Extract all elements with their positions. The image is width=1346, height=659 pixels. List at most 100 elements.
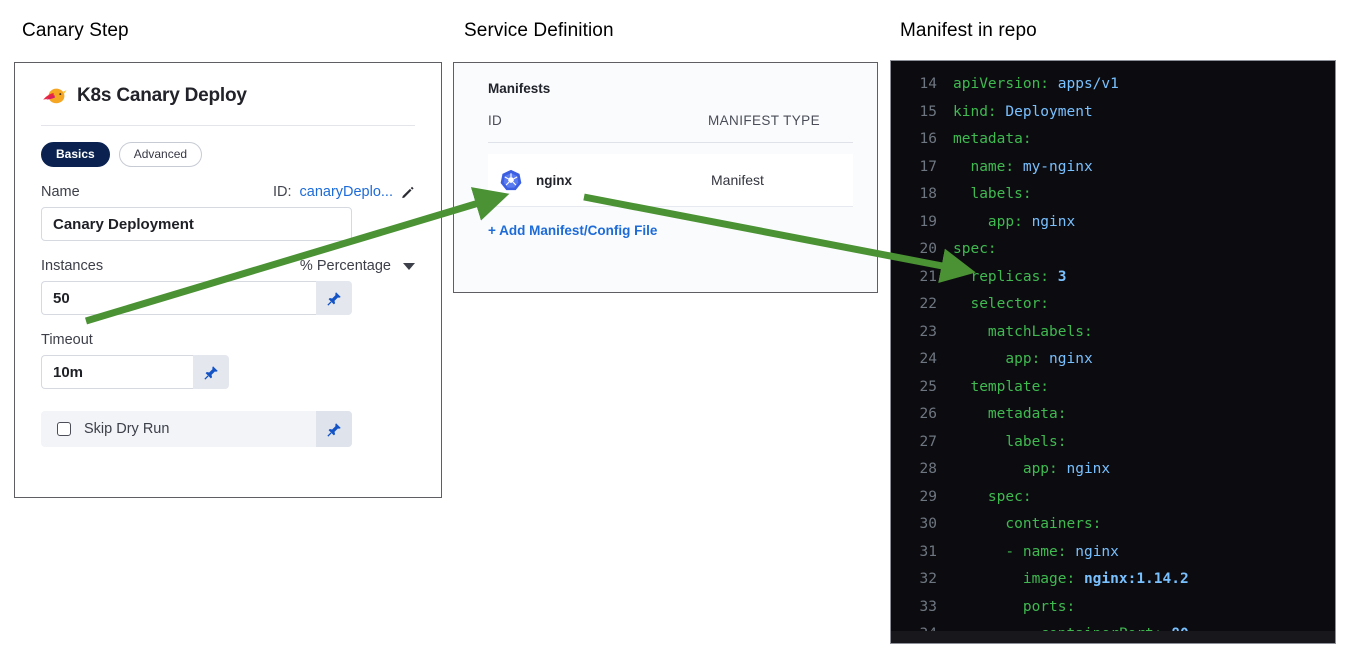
code-line-text: spec: xyxy=(953,241,997,257)
code-line-text: name: xyxy=(953,158,1015,175)
canary-step-card: K8s Canary Deploy Basics Advanced Name I… xyxy=(14,62,442,498)
timeout-pin-button[interactable] xyxy=(193,355,229,389)
code-line-text: template: xyxy=(953,378,1050,395)
code-line-text: - name: xyxy=(953,543,1067,560)
code-line-text: labels: xyxy=(953,186,1032,202)
code-line-text: apiVersion: xyxy=(953,76,1050,92)
code-line-number: 16 xyxy=(919,131,937,147)
code-line-value: apps/v1 xyxy=(1049,76,1119,92)
timeout-label: Timeout xyxy=(41,332,93,348)
manifests-table-header: ID MANIFEST TYPE xyxy=(488,113,877,128)
caption-canary-step: Canary Step xyxy=(22,20,129,41)
code-line-number: 30 xyxy=(919,516,937,532)
name-input[interactable]: Canary Deployment xyxy=(41,207,352,241)
canary-bird-icon xyxy=(43,88,67,104)
code-line-number: 26 xyxy=(919,406,937,422)
code-line-number: 18 xyxy=(919,186,937,202)
card-header: K8s Canary Deploy xyxy=(15,63,441,107)
code-line-number: 31 xyxy=(919,543,937,560)
code-line: 28 app: nginx xyxy=(891,456,1335,484)
instances-unit-select[interactable]: % Percentage xyxy=(300,258,415,274)
code-line: 17 name: my-nginx xyxy=(891,154,1335,182)
code-line-number: 27 xyxy=(919,433,937,450)
code-line: 24 app: nginx xyxy=(891,346,1335,374)
code-line-text: replicas: xyxy=(953,268,1050,285)
caption-manifest-in-repo: Manifest in repo xyxy=(900,20,1037,41)
code-line-number: 17 xyxy=(919,158,937,175)
code-line-value: nginx xyxy=(1057,461,1111,477)
code-line-text: labels: xyxy=(953,433,1067,450)
service-definition-card: Manifests ID MANIFEST TYPE nginx Manifes xyxy=(453,62,878,293)
code-line: 19 app: nginx xyxy=(891,209,1335,237)
code-line-number: 15 xyxy=(919,103,937,120)
code-line-number: 32 xyxy=(919,571,937,587)
code-line-text: containers: xyxy=(953,516,1102,532)
instances-input[interactable]: 50 xyxy=(41,281,316,315)
code-line-number: 19 xyxy=(919,213,937,230)
code-line-text: app: xyxy=(953,213,1023,230)
name-label: Name xyxy=(41,184,80,200)
code-line: 33 ports: xyxy=(891,594,1335,622)
code-line-value: Deployment xyxy=(996,103,1093,120)
skip-dry-run-label: Skip Dry Run xyxy=(84,421,170,437)
code-line: 27 labels: xyxy=(891,429,1335,457)
code-line-text: app: xyxy=(953,351,1041,367)
caption-service-definition: Service Definition xyxy=(464,20,614,41)
step-id-block: ID: canaryDeplo... xyxy=(273,184,415,200)
pencil-icon[interactable] xyxy=(401,185,415,199)
skip-dry-run-pin-button[interactable] xyxy=(316,411,352,447)
code-line: 18 labels: xyxy=(891,181,1335,209)
add-manifest-config-file-link[interactable]: + Add Manifest/Config File xyxy=(488,223,658,238)
tab-advanced[interactable]: Advanced xyxy=(118,142,203,167)
code-line-number: 33 xyxy=(919,598,937,615)
code-line: 31 - name: nginx xyxy=(891,539,1335,567)
card-divider xyxy=(41,125,415,126)
manifests-section-title: Manifests xyxy=(488,81,551,96)
tab-basics[interactable]: Basics xyxy=(41,142,110,167)
skip-dry-run-checkbox[interactable] xyxy=(57,422,71,436)
code-line-value: nginx:1.14.2 xyxy=(1075,571,1189,587)
column-header-id: ID xyxy=(488,113,502,128)
code-line-value: 3 xyxy=(1049,268,1067,285)
code-line-text: matchLabels: xyxy=(953,323,1093,340)
code-line-text: spec: xyxy=(953,488,1032,505)
code-line: 21 replicas: 3 xyxy=(891,264,1335,292)
code-line: 30 containers: xyxy=(891,511,1335,539)
skip-dry-run-row[interactable]: Skip Dry Run xyxy=(41,411,352,447)
code-line-number: 21 xyxy=(919,268,937,285)
row-manifest-id: nginx xyxy=(536,172,572,188)
timeout-field-group: Timeout 10m xyxy=(41,332,415,389)
code-line: 26 metadata: xyxy=(891,401,1335,429)
code-line-value: my-nginx xyxy=(1014,158,1093,175)
timeout-input[interactable]: 10m xyxy=(41,355,193,389)
code-line: 23 matchLabels: xyxy=(891,319,1335,347)
code-line-text: metadata: xyxy=(953,131,1032,147)
kubernetes-icon xyxy=(500,169,522,191)
column-header-manifest-type: MANIFEST TYPE xyxy=(708,113,820,128)
instances-pin-button[interactable] xyxy=(316,281,352,315)
code-viewer-footer-bar xyxy=(891,631,1335,643)
tab-group: Basics Advanced xyxy=(41,142,415,167)
pin-icon xyxy=(326,422,341,437)
card-title: K8s Canary Deploy xyxy=(77,85,247,106)
instances-unit-value: % Percentage xyxy=(299,258,391,274)
code-line-number: 29 xyxy=(919,488,937,505)
id-value[interactable]: canaryDeplo... xyxy=(299,184,394,200)
pin-icon xyxy=(203,365,218,380)
code-line: 20 spec: xyxy=(891,236,1335,264)
code-line-value: nginx xyxy=(1040,351,1093,367)
chevron-down-icon xyxy=(403,262,415,270)
code-line: 16 metadata: xyxy=(891,126,1335,154)
code-line-text: selector: xyxy=(953,296,1050,312)
table-row[interactable]: nginx Manifest xyxy=(488,154,853,207)
row-manifest-type: Manifest xyxy=(711,172,764,188)
code-line: 29 spec: xyxy=(891,484,1335,512)
code-line-value: nginx xyxy=(1022,213,1076,230)
table-header-rule xyxy=(488,142,853,143)
code-line: 25 template: xyxy=(891,374,1335,402)
code-line-number: 22 xyxy=(919,296,937,312)
code-line-number: 20 xyxy=(919,241,937,257)
